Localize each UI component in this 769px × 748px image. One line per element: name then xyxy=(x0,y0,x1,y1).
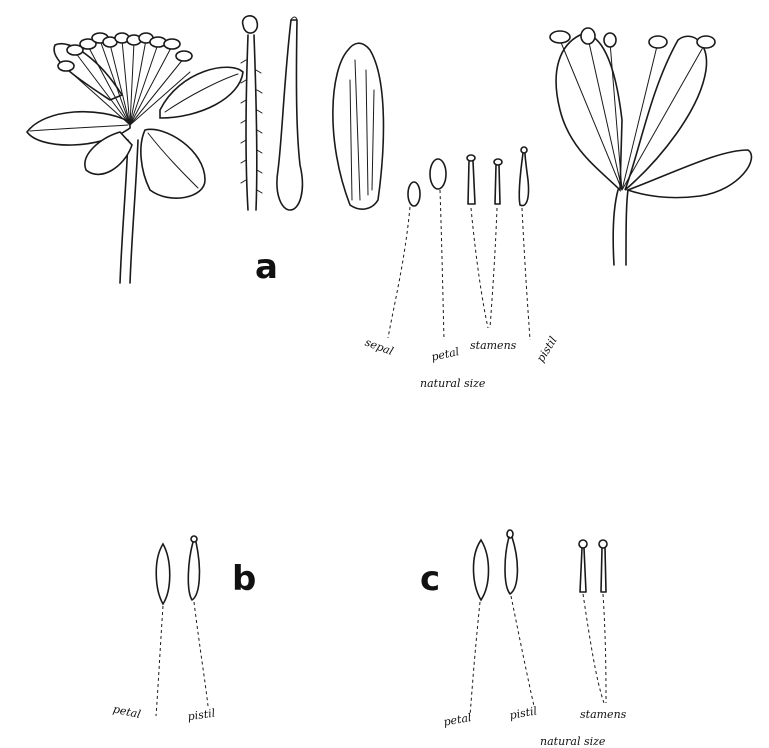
stamen-shape xyxy=(579,540,587,592)
section-flower-drawing xyxy=(550,28,751,265)
figure-label-b: b xyxy=(232,559,256,599)
figure-label-a: a xyxy=(255,247,278,287)
label-pistil-c: pistil xyxy=(509,704,539,722)
pistil-shape xyxy=(505,530,517,594)
label-petal-a: petal xyxy=(430,345,461,364)
figure-label-c: c xyxy=(420,559,440,599)
label-petal-c: petal xyxy=(443,711,473,729)
label-stamens-c: stamens xyxy=(580,708,627,721)
parts-c xyxy=(470,530,607,716)
label-sepal-a: sepal xyxy=(363,336,395,358)
stamen-shape xyxy=(467,155,475,204)
label-petal-b: petal xyxy=(112,702,143,721)
label-pistil-b: pistil xyxy=(187,707,217,724)
label-pistil-a: pistil xyxy=(534,334,560,365)
petal-shape xyxy=(473,540,488,600)
stamen-shape xyxy=(494,159,502,204)
pistil-shape xyxy=(519,147,528,206)
petal-shape xyxy=(156,544,170,604)
label-stamens-a: stamens xyxy=(470,339,517,352)
petal-detail-drawing xyxy=(333,43,384,209)
scale-note-c: natural size xyxy=(540,735,606,748)
petal-shape xyxy=(430,159,446,189)
parts-b xyxy=(156,536,208,716)
pistil-detail-drawing xyxy=(277,17,302,210)
natural-size-parts-a xyxy=(388,147,530,340)
scale-note-a: natural size xyxy=(420,377,486,390)
sepal-shape xyxy=(408,182,420,206)
open-flower-drawing xyxy=(27,33,243,283)
stamen-detail-drawing xyxy=(241,16,262,210)
stamen-shape xyxy=(599,540,607,592)
pistil-shape xyxy=(188,536,199,600)
